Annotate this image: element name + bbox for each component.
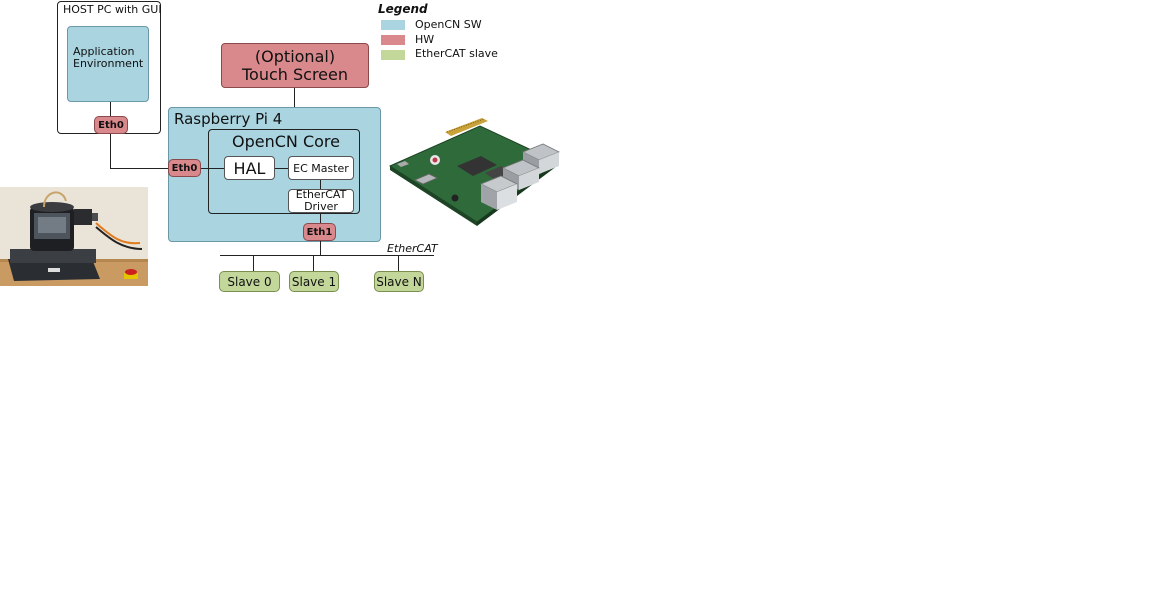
ethercat-driver-line1: EtherCAT (295, 188, 347, 201)
connector-hal-to-ec-master (275, 168, 288, 169)
ethercat-bus-line (220, 255, 434, 256)
connector-rpi-eth0-to-hal (201, 168, 224, 169)
host-eth0-port: Eth0 (94, 116, 128, 134)
connector-bus-to-slave0 (253, 255, 254, 271)
machine-photo-image (0, 187, 148, 286)
raspberry-pi-board-image (388, 118, 560, 226)
ethercat-driver-box: EtherCAT Driver (288, 189, 354, 213)
connector-bus-to-slave1 (313, 255, 314, 271)
connector-ec-master-to-driver (320, 180, 321, 189)
legend-swatch-sw (381, 20, 405, 30)
touch-screen-line1: (Optional) (254, 46, 336, 66)
ec-master-box: EC Master (288, 156, 354, 180)
connector-eth1-to-bus (320, 241, 321, 255)
rpi-eth0-port: Eth0 (168, 159, 201, 177)
legend-label-sw: OpenCN SW (415, 18, 482, 31)
rpi-eth1-port: Eth1 (303, 223, 336, 241)
connector-host-eth0-vertical (110, 134, 111, 169)
connector-app-to-eth0 (110, 102, 111, 117)
hal-box: HAL (224, 156, 275, 180)
connector-host-eth0-horizontal (110, 168, 168, 169)
touch-screen-line2: Touch Screen (241, 64, 348, 84)
slave-n-box: Slave N (374, 271, 424, 292)
ethercat-driver-line2: Driver (304, 200, 338, 213)
legend-swatch-slave (381, 50, 405, 60)
opencn-core-title: OpenCN Core (232, 132, 340, 151)
ethercat-bus-label: EtherCAT (387, 242, 438, 255)
connector-touch-to-rpi (294, 88, 295, 108)
slave-1-box: Slave 1 (289, 271, 339, 292)
legend-label-slave: EtherCAT slave (415, 47, 498, 60)
application-environment-box (67, 26, 149, 102)
slave-0-box: Slave 0 (219, 271, 280, 292)
opencn-core-box (208, 129, 360, 214)
legend-label-hw: HW (415, 33, 435, 46)
host-pc-title: HOST PC with GUI (63, 3, 162, 16)
application-environment-line2: Environment (73, 57, 144, 70)
connector-driver-to-eth1 (320, 213, 321, 223)
application-environment-line1: Application (73, 45, 135, 58)
touch-screen-box: (Optional) Touch Screen (221, 43, 369, 88)
legend-title: Legend (378, 2, 428, 16)
legend-swatch-hw (381, 35, 405, 45)
connector-bus-to-slaven (398, 255, 399, 271)
raspberry-pi-title: Raspberry Pi 4 (174, 110, 283, 128)
